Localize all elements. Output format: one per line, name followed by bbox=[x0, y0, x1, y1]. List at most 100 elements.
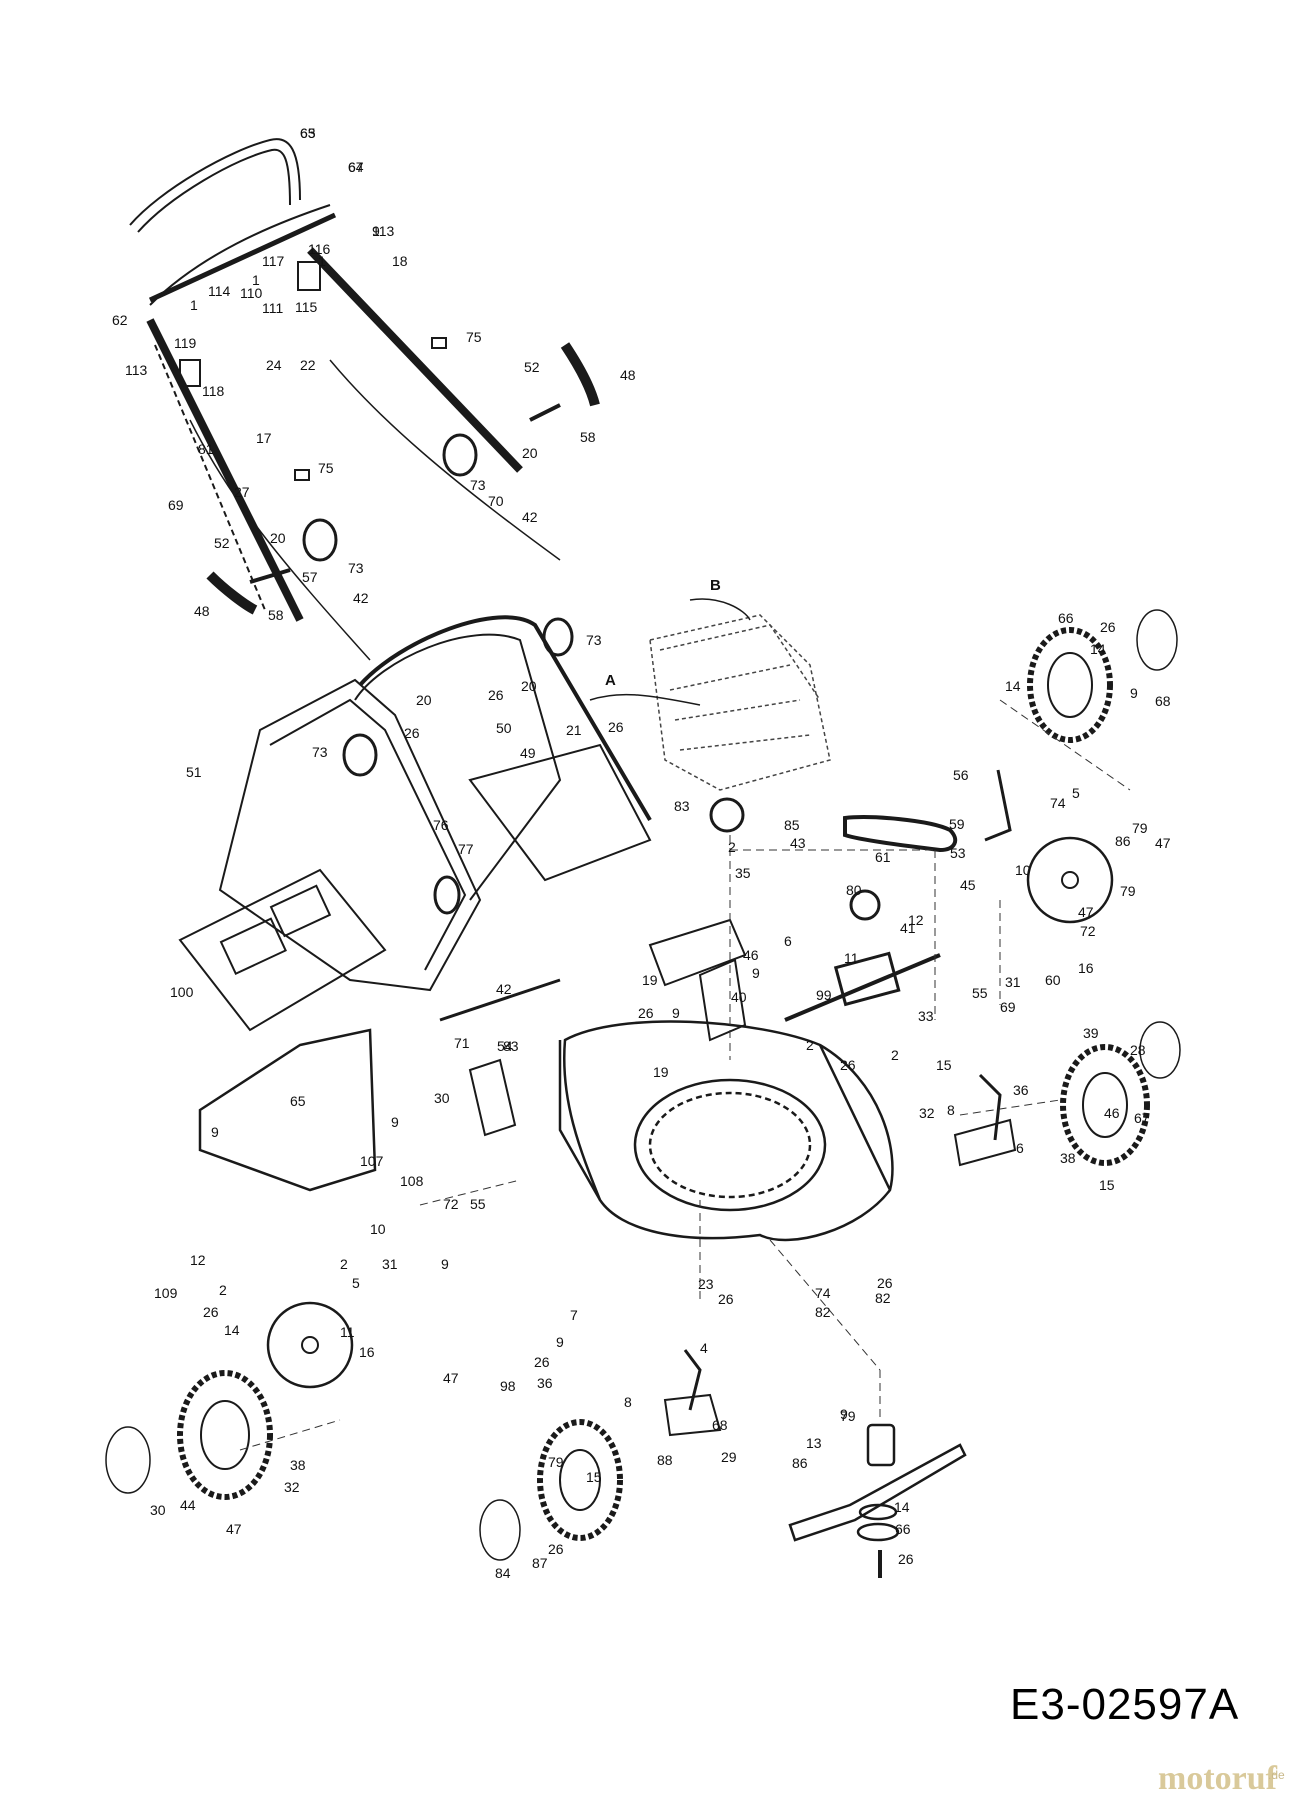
part-callout: 107 bbox=[360, 1153, 384, 1169]
part-callout: 83 bbox=[674, 798, 690, 814]
part-callout: 100 bbox=[170, 984, 194, 1000]
bolt-58-left bbox=[249, 568, 291, 584]
part-callout: 30 bbox=[434, 1090, 450, 1106]
grass-catcher bbox=[178, 615, 652, 1032]
part-callout: 79 bbox=[1120, 883, 1136, 899]
hubcap-68-top-right bbox=[1136, 609, 1178, 671]
hubcap-67-right bbox=[1139, 1021, 1181, 1079]
part-callout: 55 bbox=[470, 1196, 486, 1212]
part-callout: 118 bbox=[202, 383, 225, 399]
part-callout: 35 bbox=[735, 865, 751, 881]
height-bracket-32-lower bbox=[663, 1393, 722, 1437]
part-callout: 50 bbox=[496, 720, 512, 736]
part-callout: 9 bbox=[441, 1256, 449, 1272]
part-callout: 26 bbox=[1100, 619, 1116, 635]
part-callout: 72 bbox=[1080, 923, 1096, 939]
part-callout: 6 bbox=[1016, 1140, 1024, 1156]
part-callout: 69 bbox=[1000, 999, 1016, 1015]
part-callout: 73 bbox=[312, 744, 328, 760]
hubcap-68-bottom-left bbox=[105, 1426, 151, 1494]
part-callout: B bbox=[710, 577, 721, 594]
part-callout: 8 bbox=[947, 1102, 955, 1118]
part-callout: 20 bbox=[270, 530, 286, 546]
part-callout: 38 bbox=[1060, 1150, 1076, 1166]
height-lever-36-lower bbox=[683, 1349, 702, 1411]
bracket-39 bbox=[468, 1058, 517, 1137]
part-callout: 68 bbox=[1155, 693, 1171, 709]
part-callout: 12 bbox=[908, 912, 924, 928]
part-callout: 42 bbox=[496, 981, 512, 997]
part-callout: 1 bbox=[318, 253, 326, 269]
part-callout: 72 bbox=[443, 1196, 459, 1212]
drive-axle bbox=[784, 953, 941, 1022]
part-callout: 22 bbox=[300, 357, 316, 373]
part-callout: 11 bbox=[340, 1324, 355, 1340]
engine-block bbox=[649, 614, 831, 791]
part-callout: 2 bbox=[728, 839, 736, 855]
wire-b bbox=[689, 598, 751, 621]
part-callout: 81 bbox=[198, 441, 214, 457]
part-callout: 54 bbox=[497, 1038, 513, 1054]
control-lever-119 bbox=[179, 359, 201, 387]
part-callout: 74 bbox=[1050, 795, 1066, 811]
part-callout: 6 bbox=[784, 933, 792, 949]
part-callout: 45 bbox=[960, 877, 976, 893]
knob-73-frame-left bbox=[342, 733, 378, 777]
deck-cutting-chamber bbox=[633, 1078, 827, 1212]
part-callout: 2 bbox=[891, 1047, 899, 1063]
part-callout: 52 bbox=[524, 359, 540, 375]
knob-76 bbox=[433, 875, 461, 915]
part-callout: 52 bbox=[214, 535, 230, 551]
height-bracket-32-right bbox=[953, 1118, 1017, 1167]
part-callout: 28 bbox=[1130, 1042, 1146, 1058]
drive-assembly bbox=[439, 769, 1017, 1437]
part-callout: 58 bbox=[268, 607, 284, 623]
wheel-66-top-right bbox=[1027, 627, 1113, 743]
cam-lever-48-right bbox=[560, 342, 600, 407]
part-callout: 113 bbox=[125, 362, 148, 378]
part-callout: 109 bbox=[154, 1285, 178, 1301]
catcher-frame-50 bbox=[354, 633, 562, 901]
part-callout: 48 bbox=[194, 603, 210, 619]
catcher-bottom-100 bbox=[178, 868, 387, 1032]
part-callout: 26 bbox=[718, 1291, 734, 1307]
part-callout: 12 bbox=[190, 1252, 206, 1268]
knob-73-frame-top bbox=[542, 617, 574, 657]
wheel-65-bottom bbox=[537, 1419, 623, 1541]
part-callout: A bbox=[605, 672, 616, 689]
part-callout: 116 bbox=[308, 241, 331, 257]
side-discharge-guard-107 bbox=[198, 1028, 377, 1192]
part-callout: 16 bbox=[1078, 960, 1094, 976]
part-callout: 31 bbox=[382, 1256, 398, 1272]
bolt-58-right bbox=[529, 403, 561, 422]
part-callout: 9 bbox=[211, 1124, 219, 1140]
part-callout: 65 bbox=[300, 125, 316, 141]
part-callout: 9 bbox=[752, 965, 760, 981]
part-callout: 59 bbox=[949, 816, 965, 832]
part-callout: 2 bbox=[219, 1282, 227, 1298]
document-code: E3-02597A bbox=[1010, 1680, 1240, 1729]
part-callout: 7 bbox=[570, 1307, 578, 1323]
bracket-40 bbox=[698, 958, 747, 1042]
part-callout: 24 bbox=[266, 357, 282, 373]
rod-54 bbox=[439, 978, 561, 1022]
part-callout: 82 bbox=[815, 1304, 831, 1320]
part-callout: 14 bbox=[224, 1322, 240, 1338]
part-callout: 87 bbox=[532, 1555, 548, 1571]
part-callout: 39 bbox=[1083, 1025, 1099, 1041]
part-callout: 73 bbox=[348, 560, 364, 576]
part-callout: 26 bbox=[840, 1057, 856, 1073]
part-callout: 73 bbox=[586, 632, 602, 648]
part-callout: 42 bbox=[522, 509, 538, 525]
wire-a bbox=[589, 693, 701, 706]
part-callout: 79 bbox=[548, 1454, 564, 1470]
engine-pulley-85 bbox=[709, 797, 745, 833]
part-callout: 1 bbox=[252, 272, 260, 288]
handle-knob-73-lower bbox=[302, 518, 338, 562]
part-callout: 26 bbox=[608, 719, 624, 735]
blade-29 bbox=[788, 1443, 967, 1542]
part-callout: 18 bbox=[392, 253, 408, 269]
part-callout: 26 bbox=[534, 1354, 550, 1370]
part-callout: 55 bbox=[972, 985, 988, 1001]
